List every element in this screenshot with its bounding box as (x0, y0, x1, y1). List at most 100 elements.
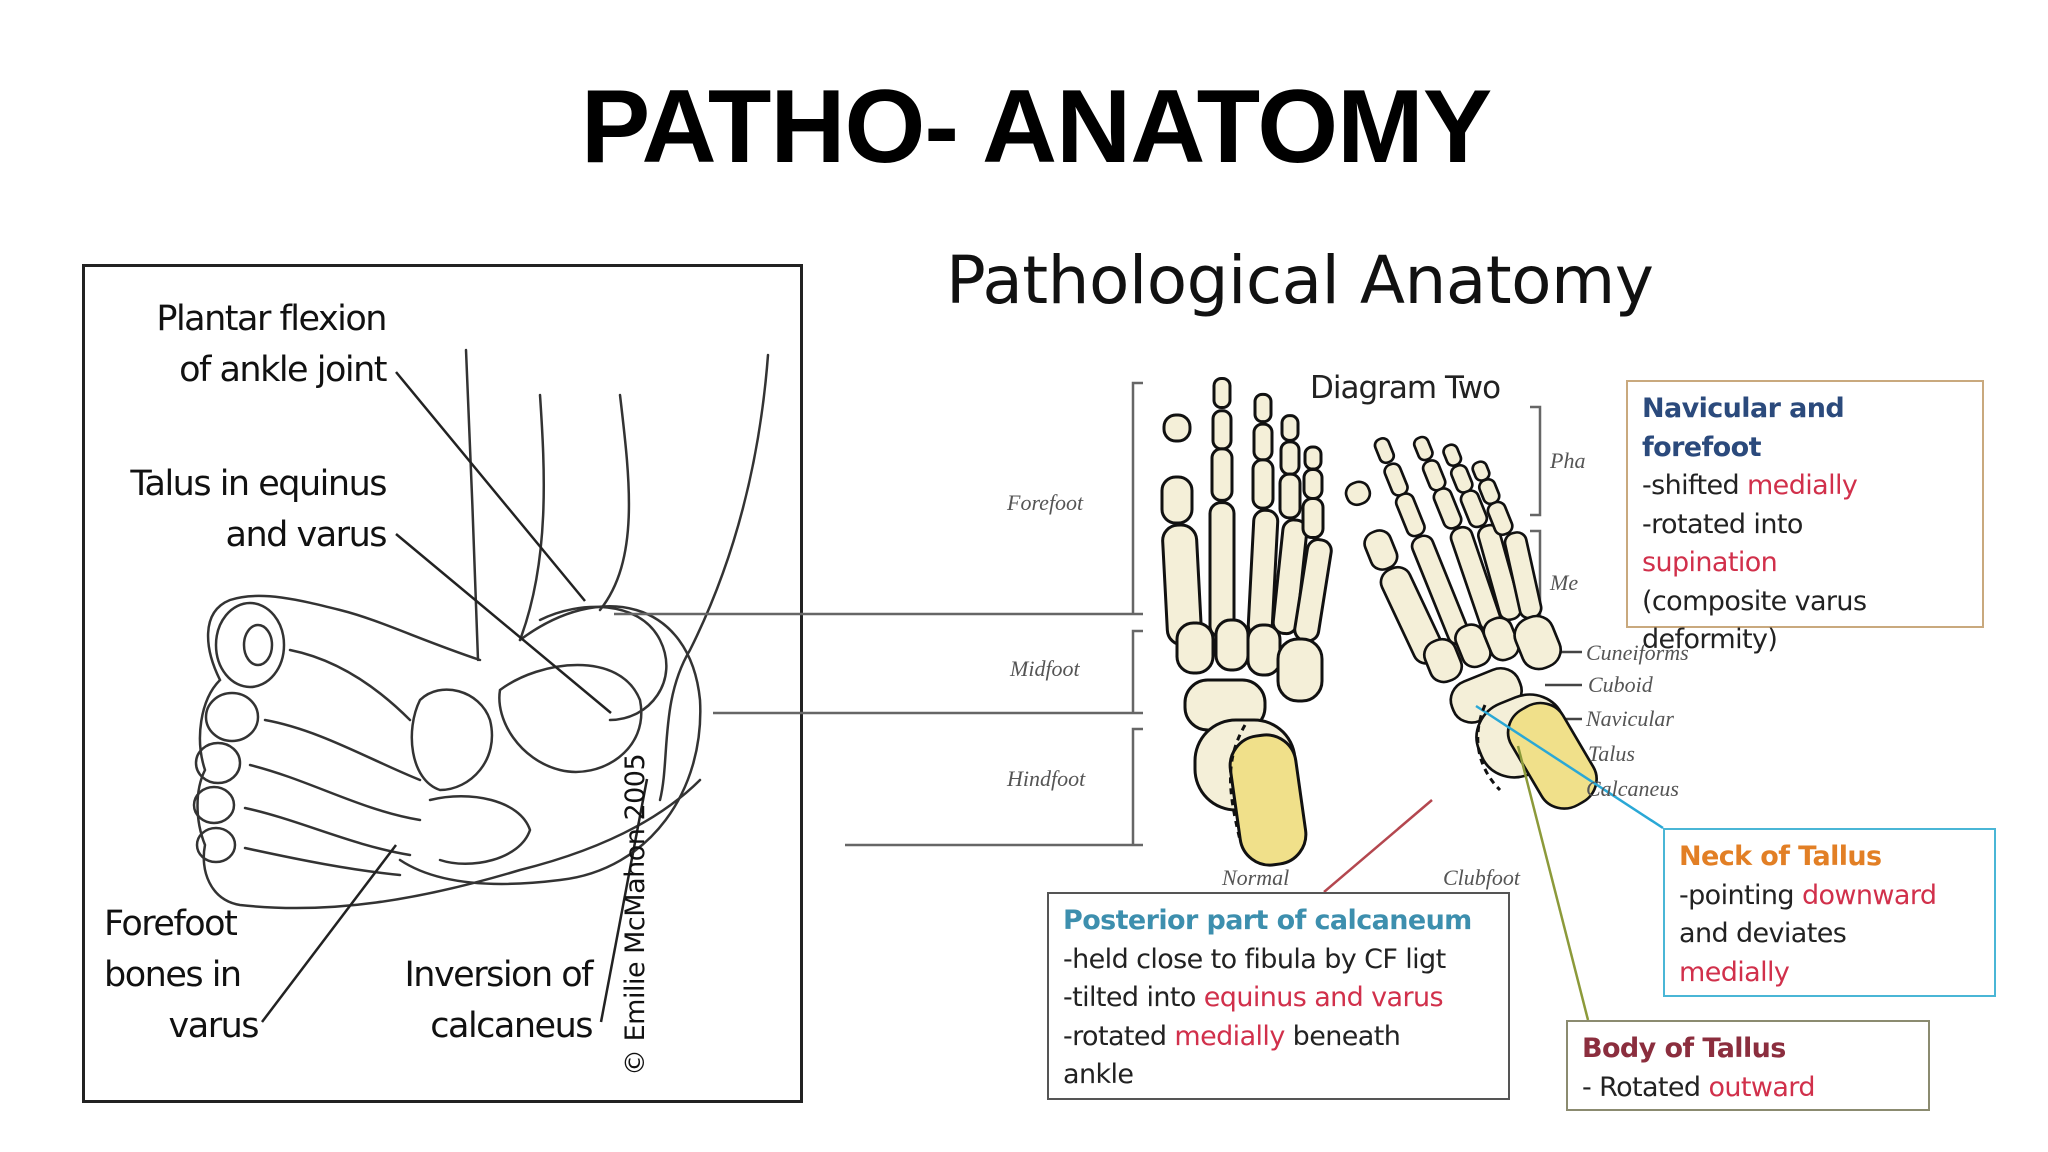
callout-line: deformity) (1642, 624, 1778, 655)
label-line: of ankle joint (179, 350, 387, 390)
callout-line: medially (1679, 956, 1790, 988)
big-toenail (242, 623, 274, 667)
calcaneus (1228, 733, 1308, 867)
callout-line: - Rotated outward (1582, 1069, 1914, 1108)
callout-line: -rotated into (1642, 508, 1803, 540)
callout-line: -rotated medially beneath (1063, 1018, 1494, 1057)
bone-label-talus: Talus (1588, 741, 1635, 766)
ankle-joint (538, 605, 668, 722)
region-bracket (1530, 405, 1542, 517)
middle-phalanx (1211, 409, 1233, 451)
cuneiform-lateral (1246, 623, 1282, 677)
label-line: Plantar flexion (156, 299, 387, 339)
proximal-phalanx (1363, 529, 1399, 571)
text: - Rotated (1582, 1071, 1709, 1103)
proximal-phalanx (1251, 458, 1275, 510)
foot-outline (196, 594, 702, 910)
toe-5 (195, 826, 237, 864)
bone-label-cuneiforms: Cuneiforms (1586, 640, 1689, 665)
middle-phalanx (1279, 440, 1301, 476)
label-line: calcaneus (430, 1006, 593, 1046)
talus-outline-dashed (1229, 724, 1247, 841)
label-line: Talus in equinus (130, 464, 387, 504)
cuboid (1276, 637, 1324, 703)
leader-body-of-talus (1516, 745, 1590, 1021)
text: -pointing (1679, 879, 1802, 911)
highlight-text: downward (1801, 879, 1937, 911)
region-label-hindfoot: Hindfoot (1007, 766, 1086, 791)
proximal-phalanx (1160, 475, 1194, 525)
proximal-phalanx (1210, 447, 1234, 502)
text: -shifted (1642, 470, 1747, 501)
callout-title: Body of Tallus (1582, 1033, 1786, 1064)
clubfoot-talus-outline-dashed (1476, 704, 1502, 792)
callout-line: and deviates (1679, 918, 1847, 949)
middle-phalanx (1383, 462, 1409, 497)
label-plantar-flexion: Plantar flexion of ankle joint (120, 294, 387, 396)
metatarsal-lines (243, 648, 422, 877)
leader-neck-of-talus (1475, 704, 1664, 830)
distal-phalanx (1303, 445, 1323, 471)
middle-phalanx (1252, 422, 1274, 462)
callout-line: ankle (1063, 1059, 1134, 1090)
label-line: and varus (225, 515, 388, 555)
callout-line: (composite varus (1642, 585, 1867, 617)
callout-navicular-forefoot: Navicular and forefoot -shifted medially… (1626, 380, 1984, 655)
proximal-phalanx (1278, 472, 1302, 520)
distal-phalanx (1280, 414, 1300, 442)
highlight-text: medially (1746, 470, 1858, 501)
proximal-phalanx (1486, 500, 1514, 537)
distal-phalanx (1442, 443, 1463, 467)
callout-body-of-talus: Body of Tallus - Rotated outward (1566, 1020, 1930, 1111)
bone-label-navicular: Navicular (1586, 706, 1674, 731)
bone-label-calcaneus: Calcaneus (1586, 776, 1679, 801)
label-line: Inversion of (404, 955, 593, 995)
proximal-phalanx (1301, 496, 1325, 540)
bone-label-phalanges: Pha (1550, 448, 1586, 473)
proximal-phalanx (1394, 492, 1426, 538)
text: beneath (1284, 1020, 1401, 1052)
callout-line: -pointing downward (1679, 877, 1980, 916)
label-talus: Talus in equinus and varus (80, 459, 388, 561)
region-bracket (713, 629, 1143, 715)
diagram-title: Diagram Two (1310, 370, 1501, 406)
distal-phalanx (1212, 376, 1232, 410)
leader-inversion (599, 778, 649, 1023)
leg-outline-fibula (598, 393, 631, 612)
text: -rotated (1063, 1020, 1175, 1052)
middle-phalanx (1302, 468, 1324, 500)
heel-outline (398, 605, 702, 886)
leg-outline-back (658, 353, 770, 802)
cuneiform-medial (1175, 621, 1215, 675)
label-line: varus (168, 1006, 260, 1046)
figure-heading: Pathological Anatomy (946, 242, 1654, 319)
toe-3 (194, 741, 242, 785)
bone-label-metatarsals: Me (1550, 570, 1579, 595)
callout-title: Neck of Tallus (1679, 841, 1882, 872)
highlight-text: outward (1708, 1071, 1815, 1103)
proximal-phalanx (1432, 487, 1463, 530)
cuboid (1513, 614, 1563, 671)
foot-label-normal: Normal (1222, 865, 1290, 890)
leg-outline-tibia (518, 393, 546, 642)
leader-forefoot (261, 844, 397, 1023)
big-toe (214, 601, 286, 689)
cuneiform-intermediate (1214, 618, 1250, 672)
callout-line: -tilted into equinus and varus (1063, 979, 1494, 1018)
distal-phalanx (1344, 480, 1372, 507)
label-line: Forefoot (104, 904, 238, 944)
callout-line: supination (1642, 547, 1778, 578)
region-label-forefoot: Forefoot (1007, 490, 1084, 515)
label-line: bones in (104, 955, 242, 995)
text: -tilted into (1063, 982, 1204, 1013)
distal-phalanx (1162, 413, 1192, 443)
leader-talus (395, 533, 612, 714)
distal-phalanx (1412, 435, 1434, 462)
label-inversion: Inversion of calcaneus (360, 950, 593, 1052)
proximal-phalanx (1459, 489, 1489, 529)
callout-line: -held close to fibula by CF ligt (1063, 943, 1446, 975)
metatarsal (1208, 501, 1236, 639)
distal-phalanx (1253, 392, 1273, 424)
